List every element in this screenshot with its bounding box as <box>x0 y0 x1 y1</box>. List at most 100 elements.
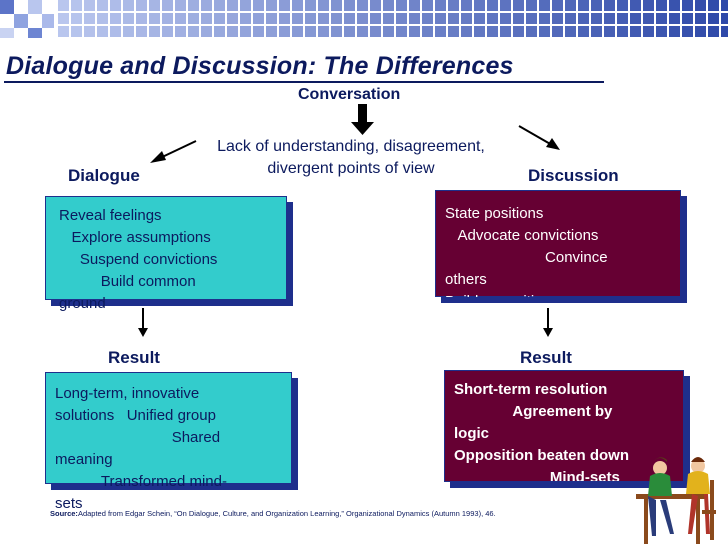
header-band-square <box>630 13 641 24</box>
header-band-square <box>552 0 563 11</box>
result-left-box-face <box>45 372 292 484</box>
discussion-box: State positions Advocate convictions Con… <box>435 190 687 303</box>
header-band-square <box>383 0 394 11</box>
header-band-square <box>422 13 433 24</box>
header-band-square <box>708 0 719 11</box>
header-band-square <box>253 0 264 11</box>
header-band-square <box>721 13 728 24</box>
header-band-square <box>409 26 420 37</box>
header-band-square <box>253 13 264 24</box>
table-leg <box>696 499 700 544</box>
center-statement: Lack of understanding, disagreement, div… <box>217 138 485 177</box>
header-band-square <box>708 13 719 24</box>
header-band-square <box>656 0 667 11</box>
header-band-square <box>370 0 381 11</box>
source-label: Source: <box>50 509 78 518</box>
result-left-label: Result <box>108 348 160 367</box>
header-band-square <box>396 13 407 24</box>
header-band-square <box>58 0 69 11</box>
header-band-square <box>344 13 355 24</box>
header-band-square <box>552 26 563 37</box>
header-band-square <box>539 0 550 11</box>
header-band-square <box>227 0 238 11</box>
person-head <box>653 461 667 475</box>
header-band-square <box>162 13 173 24</box>
header-band-square <box>721 26 728 37</box>
header-band-square <box>201 13 212 24</box>
header-band-square <box>448 13 459 24</box>
header-band-square <box>669 13 680 24</box>
header-band-square <box>617 0 628 11</box>
header-band-square <box>682 0 693 11</box>
header-band-square <box>318 13 329 24</box>
header-band-square <box>110 13 121 24</box>
header-band-square <box>708 26 719 37</box>
header-band-square <box>357 13 368 24</box>
header-band-square <box>565 0 576 11</box>
header-band-square <box>357 26 368 37</box>
header-band-square <box>695 26 706 37</box>
header-band-square <box>396 26 407 37</box>
header-band-square <box>630 26 641 37</box>
header-band-square <box>357 0 368 11</box>
header-band-square <box>383 13 394 24</box>
header-band-square <box>149 26 160 37</box>
dialogue-box-text: Reveal feelings Explore assumptions Susp… <box>59 207 218 312</box>
header-band-square <box>370 13 381 24</box>
header-band-square <box>84 13 95 24</box>
header-band-square <box>591 26 602 37</box>
header-band-square <box>201 26 212 37</box>
table-leg <box>644 499 648 544</box>
header-band-square <box>370 26 381 37</box>
header-band-square <box>331 0 342 11</box>
header-band-square <box>435 26 446 37</box>
header-band-square <box>552 13 563 24</box>
dialogue-box-face <box>45 196 287 300</box>
down-arrow-icon <box>351 104 374 135</box>
header-band-square <box>487 0 498 11</box>
header-band-square <box>136 26 147 37</box>
header-band-square <box>422 0 433 11</box>
header-band-square <box>240 26 251 37</box>
title-underline <box>4 81 604 83</box>
header-band-square <box>539 26 550 37</box>
table-top <box>636 494 706 499</box>
header-band-square <box>682 26 693 37</box>
header-band-square <box>279 13 290 24</box>
discussion-label: Discussion <box>528 166 619 185</box>
person-head <box>691 459 705 473</box>
header-band-square <box>266 13 277 24</box>
header-band-square <box>474 26 485 37</box>
header-band-square <box>84 26 95 37</box>
header-band-square <box>123 26 134 37</box>
header-band-square <box>565 26 576 37</box>
header-band-square <box>227 13 238 24</box>
header-band-square <box>643 0 654 11</box>
header-band-square <box>435 13 446 24</box>
conversation-label: Conversation <box>298 86 401 103</box>
header-band-square <box>97 13 108 24</box>
person-body <box>686 471 710 494</box>
header-band-square <box>617 13 628 24</box>
header-band-square <box>292 0 303 11</box>
header-band <box>0 0 728 40</box>
dialogue-box: Reveal feelings Explore assumptions Susp… <box>45 196 293 312</box>
header-band-square <box>214 0 225 11</box>
result-right-box-face <box>444 370 684 482</box>
header-band-square <box>513 0 524 11</box>
header-band-square <box>344 26 355 37</box>
header-band-square <box>149 0 160 11</box>
header-band-square <box>487 26 498 37</box>
header-band-square <box>331 26 342 37</box>
header-band-square <box>71 13 82 24</box>
header-band-square <box>318 0 329 11</box>
header-band-square <box>279 26 290 37</box>
header-band-square <box>240 0 251 11</box>
header-band-square <box>253 26 264 37</box>
header-band-square <box>123 0 134 11</box>
header-band-square <box>305 0 316 11</box>
header-band-square <box>97 26 108 37</box>
person-body <box>648 473 672 496</box>
header-band-square <box>643 26 654 37</box>
